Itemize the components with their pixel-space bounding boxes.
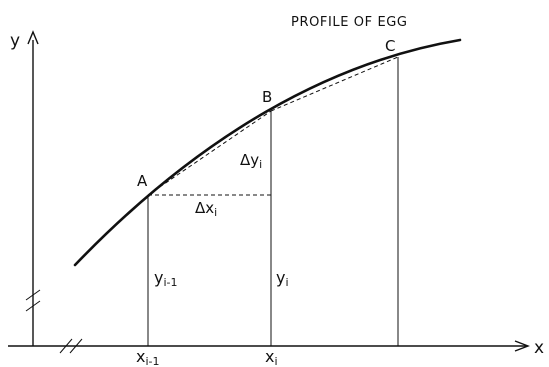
x-prev-base: x [136, 347, 145, 366]
egg-profile-curve [73, 38, 462, 267]
chord-b-c [270, 56, 399, 112]
x-curr-label: xi [265, 347, 278, 367]
x-axis-break-mark-2 [69, 338, 83, 354]
x-axis-break-mark-1 [59, 338, 73, 354]
y-prev-subscript: i-1 [163, 276, 177, 289]
x-prev-subscript: i-1 [145, 355, 159, 367]
delta-x-subscript: i [214, 206, 217, 219]
x-axis-label: x [534, 338, 544, 358]
delta-y-subscript: i [259, 158, 262, 171]
y-curr-label: yi [276, 268, 289, 289]
point-a-label: A [137, 172, 148, 190]
x-curr-base: x [265, 347, 274, 366]
delta-x-label: Δxi [195, 199, 217, 219]
y-curr-base: y [276, 268, 285, 287]
y-axis-break-mark-2 [25, 300, 41, 312]
delta-x-symbol: Δx [195, 199, 214, 217]
y-prev-label: yi-1 [154, 268, 178, 289]
delta-y-symbol: Δy [240, 151, 259, 169]
y-axis-label: y [10, 31, 20, 51]
delta-y-label: Δyi [240, 151, 262, 171]
y-prev-base: y [154, 268, 163, 287]
x-prev-label: xi-1 [136, 347, 160, 367]
y-curr-subscript: i [285, 276, 288, 289]
y-axis-break-mark-1 [25, 289, 41, 301]
y-axis-arrowhead [27, 30, 39, 45]
diagram-title: PROFILE OF EGG [291, 15, 408, 30]
x-axis-arrowhead [514, 340, 530, 352]
chord-a-b [147, 110, 272, 196]
point-b-label: B [262, 88, 272, 106]
point-c-label: C [385, 37, 395, 55]
x-curr-subscript: i [274, 355, 277, 367]
